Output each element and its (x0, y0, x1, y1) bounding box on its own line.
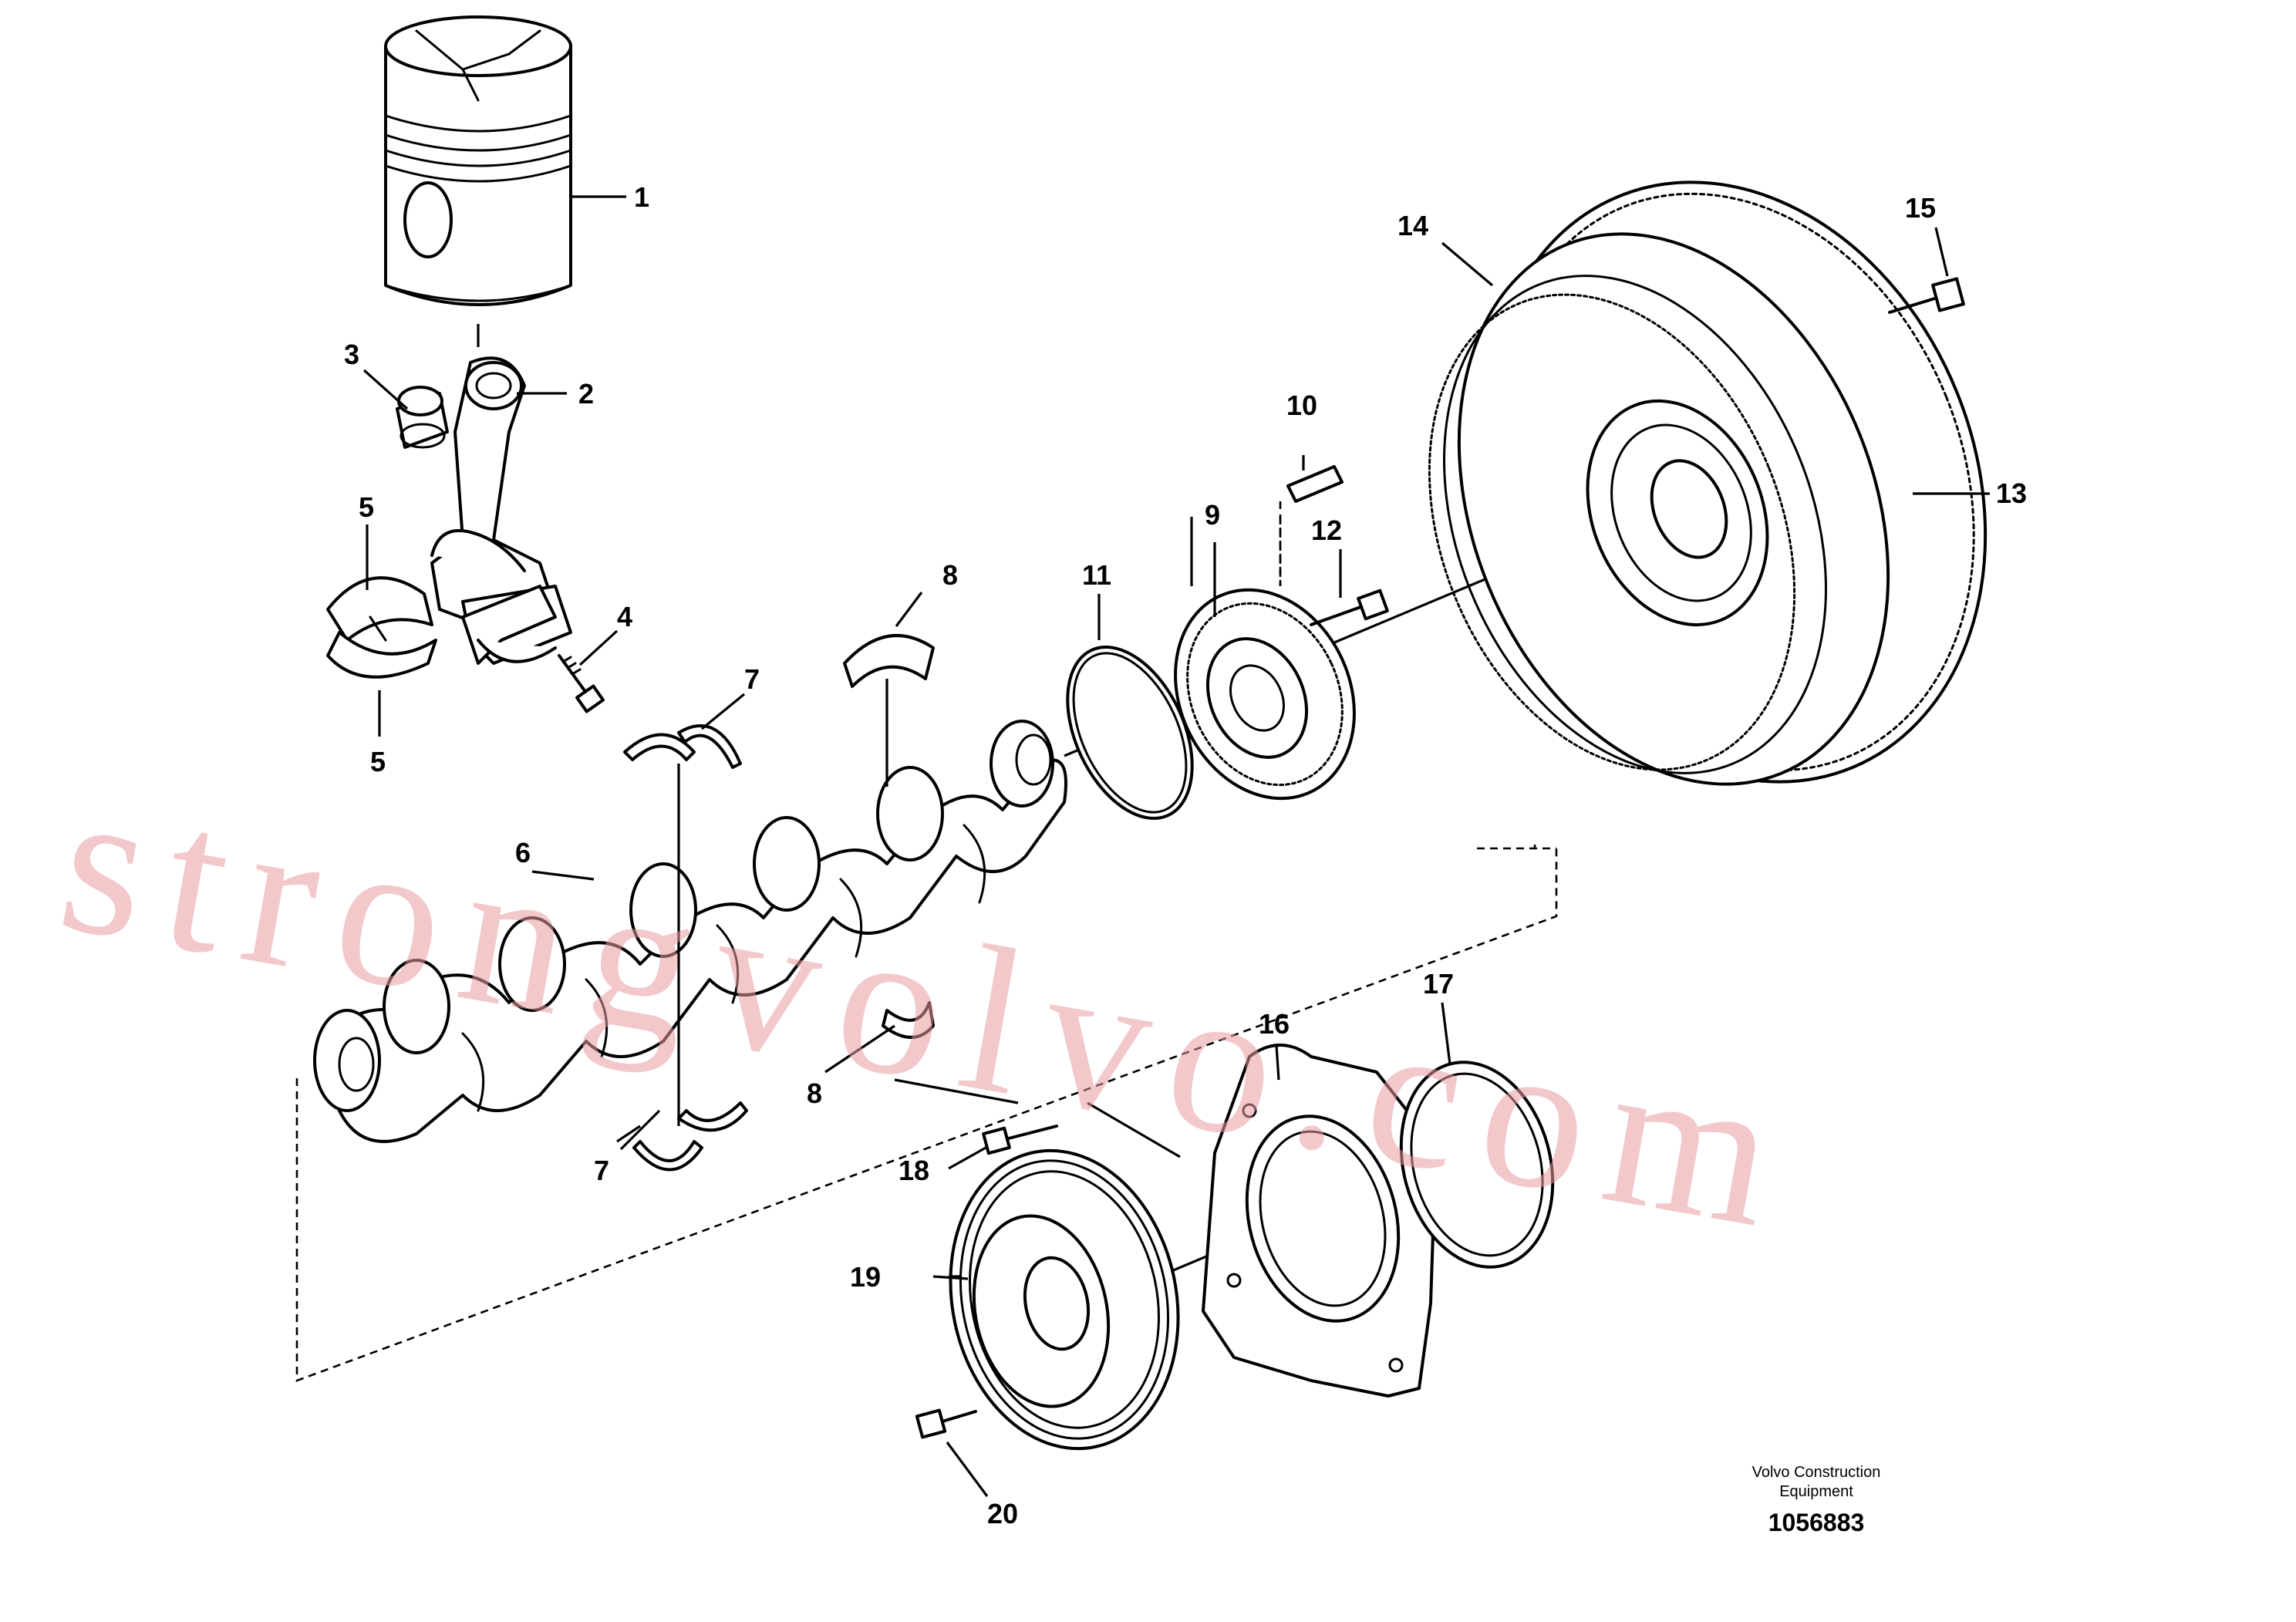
callout-9: 9 (1205, 499, 1220, 531)
credit-line-1: Volvo Construction (1752, 1464, 1881, 1481)
callout-4: 4 (617, 601, 632, 632)
o-ring (1066, 646, 1194, 820)
credit-line-2: Equipment (1779, 1483, 1853, 1500)
callout-11: 11 (1082, 559, 1111, 591)
callout-8-lower: 8 (807, 1077, 822, 1109)
main-bearing-shells (326, 576, 557, 679)
callout-18: 18 (899, 1155, 929, 1186)
pulley-bolt (915, 1408, 977, 1439)
callout-12: 12 (1311, 514, 1342, 546)
bearing-shells-pair (843, 634, 935, 1039)
callout-14: 14 (1397, 210, 1428, 241)
callout-16: 16 (1259, 1008, 1290, 1040)
seal-housing (1202, 1044, 1436, 1398)
crankshaft (313, 720, 1067, 1143)
rod-bolt (558, 654, 605, 713)
callout-19: 19 (850, 1261, 881, 1293)
thrust-washers (623, 724, 748, 1172)
gear-bolt (1310, 588, 1389, 626)
piston (384, 15, 572, 306)
document-number: 1056883 (1768, 1509, 1865, 1536)
small-end-bushing (396, 386, 449, 449)
dowel-pin (1279, 465, 1344, 586)
rear-seal (1399, 1061, 1555, 1269)
callout-1: 1 (634, 181, 649, 213)
callout-7-upper: 7 (744, 663, 760, 695)
leader-lines (362, 195, 1990, 1497)
callout-5-upper: 5 (359, 491, 374, 523)
credit-block: Volvo Construction Equipment 1056883 (1752, 1464, 1881, 1536)
callout-5-lower: 5 (370, 746, 386, 777)
callout-20: 20 (987, 1498, 1018, 1529)
callout-6: 6 (515, 837, 531, 868)
callout-labels: 1 2 3 4 5 5 6 7 7 8 8 9 10 11 12 13 14 1… (344, 181, 2027, 1529)
callout-15: 15 (1905, 192, 1936, 224)
callout-2: 2 (578, 378, 594, 410)
callout-10: 10 (1286, 389, 1317, 421)
callout-17: 17 (1423, 968, 1454, 1000)
damper-pulley (949, 1148, 1180, 1451)
flywheel (1428, 180, 1988, 786)
callout-8-upper: 8 (942, 559, 958, 591)
callout-7-lower: 7 (594, 1155, 609, 1186)
flywheel-bolt (1888, 277, 1965, 314)
callout-3: 3 (344, 339, 359, 370)
callout-13: 13 (1996, 477, 2027, 509)
housing-bolt (982, 1125, 1058, 1155)
